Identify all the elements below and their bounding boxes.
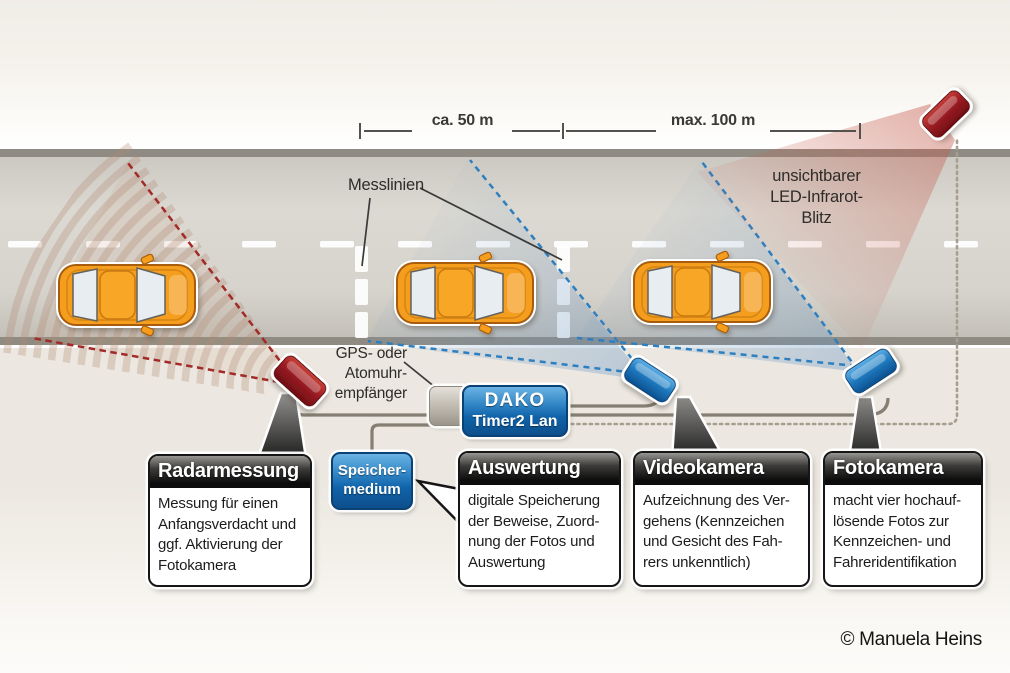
credit: © Manuela Heins [840,629,982,650]
car-middle [393,250,537,336]
bubble-fotokamera: Fotokamera macht vier hochauf-lösende Fo… [823,451,983,587]
video-camera-device [621,354,679,406]
dako-badge-line1: DAKO [484,390,546,411]
flash-trigger-dotted-line [563,136,959,426]
dako-timer-badge: DAKO Timer2 Lan [462,385,568,437]
bubble-radarmessung-title: Radarmessung [150,456,310,488]
infrared-flash-device [919,87,973,141]
messlinien-label: Messlinien [348,176,424,194]
car-left [55,252,199,338]
photo-camera-device [842,345,900,397]
dimension-line [359,123,861,139]
bubble-radarmessung: Radarmessung Messung für einen Anfangsve… [148,454,312,587]
car-right [630,249,774,335]
dako-badge-line2: Timer2 Lan [472,412,558,430]
bubble-videokamera: Videokamera Aufzeichnung des Ver-gehens … [633,451,810,587]
bubble-fotokamera-title: Fotokamera [825,453,981,485]
bubble-auswertung-title: Auswertung [460,453,619,485]
bubble-videokamera-body: Aufzeichnung des Ver-gehens (Kennzeichen… [643,492,790,572]
dimension-label-50m: ca. 50 m [431,112,494,129]
dimension-label-100m: max. 100 m [670,112,756,129]
speichermedium-badge-label: Speicher- medium [337,462,407,498]
bubble-videokamera-title: Videokamera [635,453,808,485]
bubble-auswertung-body: digitale Speicherung der Beweise, Zuord-… [468,492,600,572]
led-flash-label: unsichtbarer LED-Infrarot- Blitz [770,167,863,228]
bubble-fotokamera-body: macht vier hochauf-lösende Fotos zur Ken… [833,492,961,572]
bubble-auswertung: Auswertung digitale Speicherung der Bewe… [458,451,621,587]
gps-receiver-label: GPS- oder Atomuhr- empfänger [334,345,408,402]
flash-cone [697,104,955,350]
speichermedium-badge: Speicher- medium [331,452,413,510]
bubble-radarmessung-body: Messung für einen Anfangsverdacht und gg… [158,495,296,575]
background-top [0,0,1010,149]
radar-device [270,352,330,410]
